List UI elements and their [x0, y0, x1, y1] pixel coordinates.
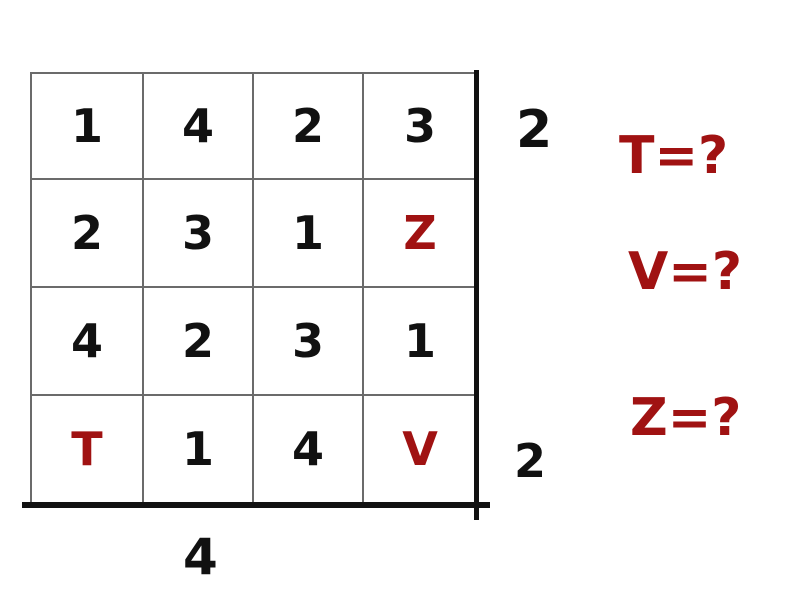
grid-cell: 2	[30, 180, 144, 288]
grid-cell: 3	[364, 72, 476, 180]
grid-cell-variable: T	[30, 396, 144, 502]
grid-cell: 3	[144, 180, 254, 288]
bottom-border-line	[22, 502, 490, 508]
grid-cell: 2	[254, 72, 364, 180]
grid-cell: 3	[254, 288, 364, 396]
question-z: Z=?	[630, 388, 742, 448]
grid-cell: 1	[144, 396, 254, 502]
grid-cell: 4	[30, 288, 144, 396]
grid-cell-variable: Z	[364, 180, 476, 288]
grid-cell: 1	[254, 180, 364, 288]
bottom-clue: 4	[183, 528, 218, 586]
grid-cell-variable: V	[402, 422, 438, 476]
question-t: T=?	[619, 126, 729, 186]
right-border-line	[474, 70, 479, 520]
grid-cell: 2	[144, 288, 254, 396]
grid-cell: 1	[364, 288, 476, 396]
grid-cell: 4	[144, 72, 254, 180]
grid-cell: 1	[30, 72, 144, 180]
right-clue-top: 2	[516, 100, 553, 160]
right-clue-bottom: 2	[514, 434, 547, 488]
grid-cell: 4	[254, 396, 364, 502]
puzzle-grid: 1 4 2 3 2 3 1 Z 4 2 3 1 T 1 4 V	[30, 72, 476, 502]
question-v: V=?	[628, 242, 742, 302]
